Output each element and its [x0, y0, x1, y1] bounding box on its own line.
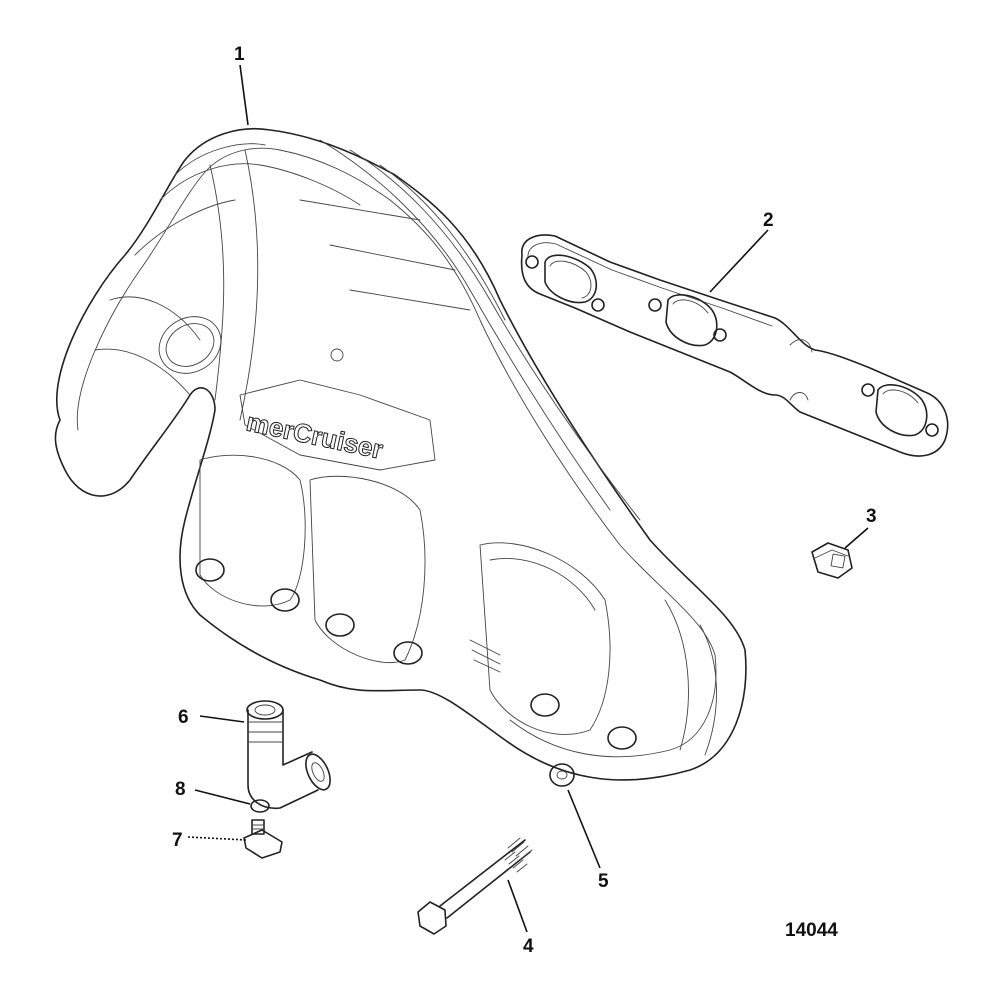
o-ring-part — [250, 799, 270, 813]
washer-part — [549, 763, 575, 787]
leader-lines — [187, 64, 869, 933]
callout-3: 3 — [866, 506, 877, 527]
gasket-part — [520, 234, 949, 457]
brand-logo-text: merCruiser — [244, 407, 386, 465]
callout-6: 6 — [178, 707, 189, 728]
callout-labels: 1 2 3 4 5 6 7 8 — [172, 44, 877, 957]
plug-part — [811, 542, 853, 579]
callout-5: 5 — [598, 871, 609, 892]
drain-valve-part — [243, 819, 283, 859]
callout-8: 8 — [175, 779, 186, 800]
callout-1: 1 — [234, 44, 245, 65]
figure-number: 14044 — [785, 920, 838, 941]
exhaust-port-flanges — [199, 454, 611, 735]
callout-4: 4 — [523, 936, 534, 957]
callout-2: 2 — [763, 210, 774, 231]
manifold-part: merCruiser — [54, 128, 747, 781]
bolt-part — [417, 837, 533, 935]
elbow-fitting-part — [246, 700, 331, 810]
callout-7: 7 — [172, 830, 183, 851]
